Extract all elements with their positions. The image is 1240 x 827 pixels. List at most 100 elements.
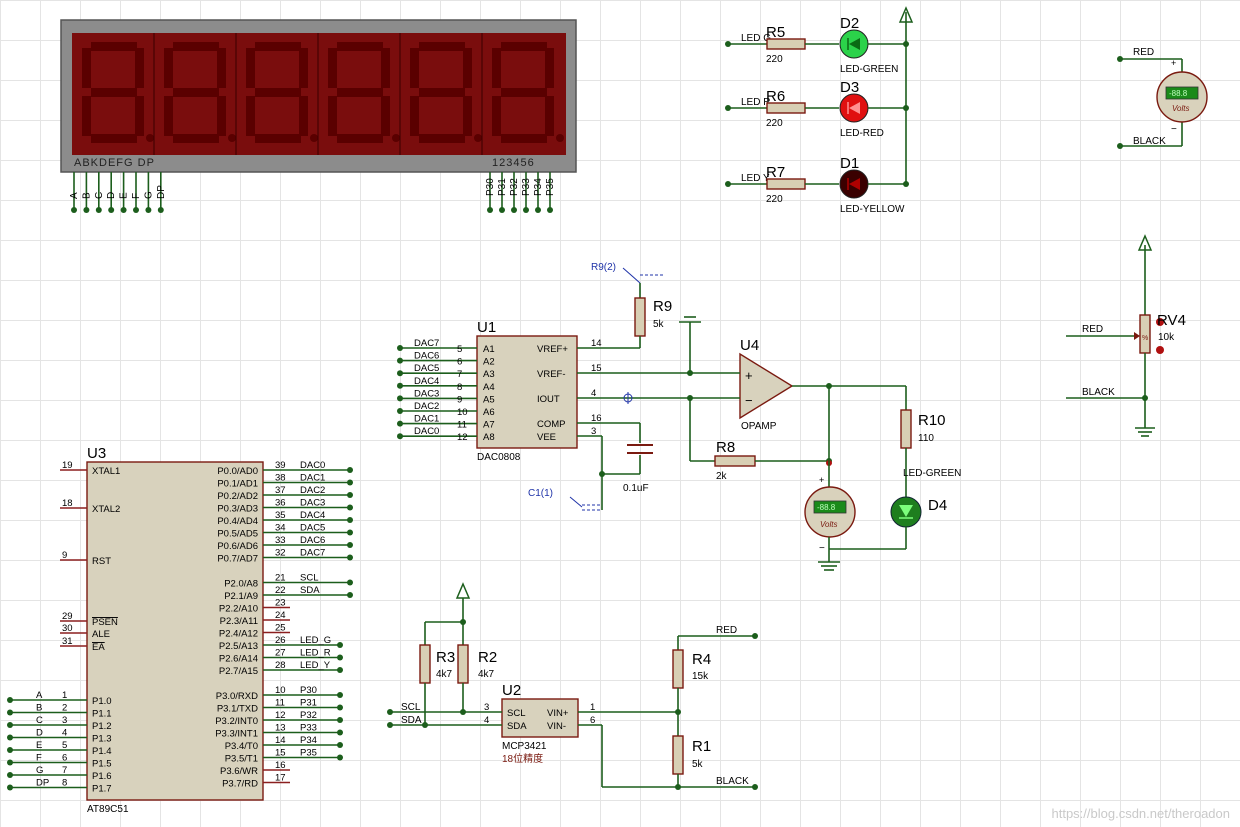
adc-pin-name: VIN+	[547, 708, 569, 719]
mcu-pin-number: 21	[275, 573, 286, 584]
mcu-pin-name: XTAL2	[92, 504, 120, 515]
mcu-net-label: DAC7	[300, 548, 325, 559]
mcu-net-label: F	[36, 753, 42, 764]
mcu-pin-name: P3.7/RD	[222, 779, 258, 790]
mcu-net-label: B	[36, 703, 42, 714]
r4-ref: R4	[692, 651, 711, 668]
meter-mid-reading: -88.8	[817, 503, 836, 512]
mcu-pin-name: P1.1	[92, 709, 112, 720]
mcu-pin-number: 16	[275, 760, 286, 771]
mcu-net-label: DAC1	[300, 473, 325, 484]
display-digit-pin-label: P35	[545, 178, 556, 196]
c1-value: 0.1uF	[623, 483, 649, 494]
mcu-pin-name: P0.0/AD0	[217, 466, 258, 477]
at89c51-chip[interactable]: U3 AT89C51 19XTAL118XTAL29RST29PSEN30ALE…	[7, 445, 353, 815]
net-label-black: BLACK	[1133, 136, 1166, 147]
mcu-net-label: G	[36, 765, 43, 776]
adc-note: 18位精度	[502, 752, 543, 765]
mcu-pin-name: P0.5/AD5	[217, 529, 258, 540]
adc-pin-name: VIN-	[547, 721, 566, 732]
mcu-pin-name: P3.6/WR	[220, 766, 258, 777]
pot-value: 10k	[1158, 332, 1175, 343]
voltmeter-mid[interactable]: -88.8 Volts + −	[804, 475, 856, 571]
mcu-net-label: DAC3	[300, 498, 325, 509]
mcu-pin-number: 9	[62, 550, 67, 561]
dac-pin-number: 16	[591, 413, 602, 424]
mcu-pin-name: XTAL1	[92, 466, 120, 477]
led-resistor-value: 220	[766, 194, 783, 205]
svg-text:SDA: SDA	[401, 715, 422, 726]
potentiometer-rv4[interactable]: % RV4 10k RED BLACK	[1066, 234, 1186, 437]
display-digit	[410, 42, 482, 143]
dac-pin-number: 10	[457, 407, 468, 418]
mcu-pin-name: P1.4	[92, 746, 112, 757]
svg-text:−: −	[745, 393, 753, 408]
led-net-label: LED Y	[741, 173, 770, 184]
mcu-pin-name: P2.4/A12	[219, 629, 258, 640]
mcu-pin-name: P3.3/INT1	[215, 729, 258, 740]
adc-pin-number: 4	[484, 715, 489, 726]
mcu-pin-number: 22	[275, 585, 286, 596]
led-resistor-value: 220	[766, 54, 783, 65]
voltmeter-top[interactable]: RED BLACK + − -88.8 Volts	[1117, 47, 1208, 149]
mcu-pin-name: P3.0/RXD	[216, 691, 258, 702]
mcu-net-label: DAC4	[300, 510, 325, 521]
resistor-r9[interactable]: R9 5k R9(2)	[577, 262, 672, 349]
display-digit-pin-label: P30	[485, 178, 496, 196]
mcu-pin-name: RST	[92, 556, 111, 567]
adc-pin-number: 1	[590, 702, 595, 713]
net-red: RED	[716, 625, 737, 636]
display-seg-pin-label: C	[94, 192, 105, 199]
adc-pin-name: SCL	[507, 708, 525, 719]
svg-text:%: %	[1142, 335, 1148, 342]
display-digit	[82, 42, 154, 143]
mcu-pin-number: 34	[275, 523, 286, 534]
mcu-net-label: LED_R	[300, 648, 331, 659]
capacitor-c1[interactable]: 0.1uF C1(1)	[528, 422, 653, 511]
mcu-net-label: D	[36, 728, 43, 739]
dac-net-label: DAC7	[414, 338, 439, 349]
led-ref: D1	[840, 155, 859, 172]
dac-net-label: DAC6	[414, 351, 439, 362]
dac-part: DAC0808	[477, 452, 521, 463]
display-digit	[164, 42, 236, 143]
mcu-pin-name: P0.6/AD6	[217, 541, 258, 552]
mcu-pin-name: P2.7/A15	[219, 666, 258, 677]
dac-pin-name: A4	[483, 382, 495, 393]
mcp3421-chip[interactable]: U2 MCP3421 18位精度 SCL SDA R3 4k7 R2 4k7	[387, 582, 758, 790]
mcu-net-label: A	[36, 690, 43, 701]
svg-text:+: +	[819, 475, 824, 485]
dac-pin-number: 5	[457, 344, 462, 355]
r9-value: 5k	[653, 319, 665, 330]
mcu-pin-number: 38	[275, 473, 286, 484]
mcu-part: AT89C51	[87, 804, 129, 815]
r4-value: 15k	[692, 671, 709, 682]
mcu-net-label: LED_Y	[300, 660, 331, 671]
r9-ref: R9	[653, 298, 672, 315]
mcu-pin-number: 7	[62, 765, 67, 776]
resistor-r10[interactable]: R10 110	[900, 386, 946, 497]
adc-pin-number: 6	[590, 715, 595, 726]
led-d4[interactable]: LED-GREEN D4	[829, 468, 961, 550]
dac-net-label: DAC0	[414, 426, 439, 437]
mcu-pin-number: 24	[275, 610, 286, 621]
dac-pin-name: IOUT	[537, 394, 560, 405]
dac-pin-number: 6	[457, 357, 462, 368]
dac-net-label: DAC5	[414, 363, 439, 374]
led-ref: D3	[840, 79, 859, 96]
r1-value: 5k	[692, 759, 704, 770]
led-resistor-ref: R5	[766, 24, 785, 41]
mcu-net-label: DP	[36, 778, 49, 789]
mcu-pin-number: 13	[275, 723, 286, 734]
display-digit	[246, 42, 318, 143]
opamp-u4[interactable]: + − U4 OPAMP R8 2k	[577, 316, 906, 487]
mcu-pin-number: 2	[62, 703, 67, 714]
mcu-net-label: P31	[300, 698, 317, 709]
mcu-pin-name: P3.2/INT0	[215, 716, 258, 727]
mcu-pin-number: 23	[275, 598, 286, 609]
